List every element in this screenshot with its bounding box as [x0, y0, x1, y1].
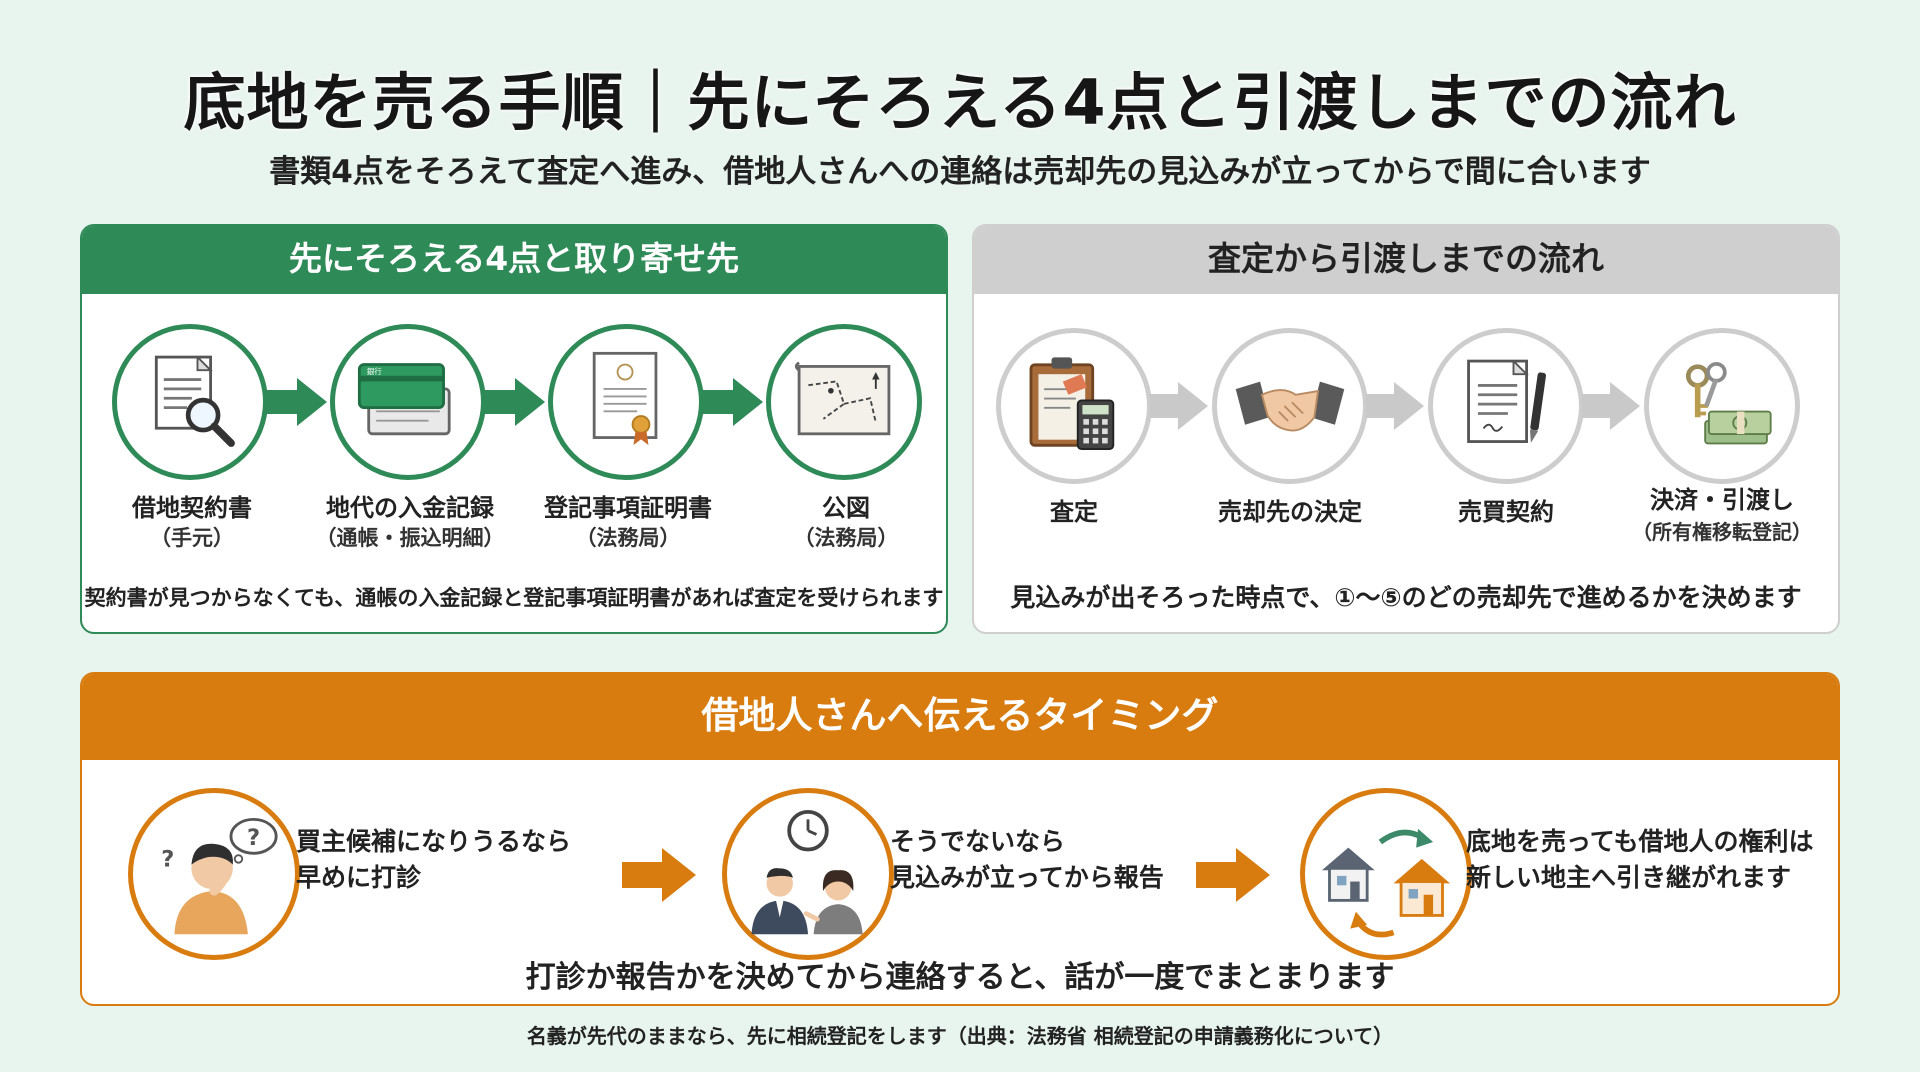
- document-label-contract: 借地契約書: [132, 494, 252, 522]
- timing-line: そうでないなら: [890, 827, 1066, 856]
- thinking-person-icon: ? ?: [128, 788, 300, 960]
- houses-transfer-icon: [1300, 788, 1472, 960]
- flow-label-settlement: 決済・引渡し: [1650, 486, 1794, 514]
- documents-heading: 先にそろえる4点と取り寄せ先: [82, 226, 946, 294]
- timing-note: 打診か報告かを決めてから連絡すると、話が一度でまとまります: [525, 960, 1395, 995]
- document-label-rent-record: 地代の入金記録: [326, 494, 494, 522]
- map-icon: [766, 324, 922, 480]
- contract-pen-icon: [1428, 328, 1584, 484]
- flow-note: 見込みが出そろった時点で、①〜⑤のどの売却先で進めるかを決めます: [1010, 583, 1802, 612]
- svg-text:?: ?: [161, 846, 174, 872]
- arrow-right-icon: [622, 848, 696, 902]
- flow-sub-settlement: （所有権移転登記）: [1632, 520, 1812, 544]
- document-source-map: （法務局）: [793, 526, 899, 550]
- bankbook-card-text: 銀行: [367, 366, 382, 376]
- documents-note: 契約書が見つからなくても、通帳の入金記録と登記事項証明書があれば査定を受けられま…: [84, 586, 944, 610]
- flow-label-buyer-decision: 売却先の決定: [1218, 498, 1362, 526]
- flow-panel: 査定から引渡しまでの流れ 査定 売却先の決定: [972, 224, 1840, 634]
- documents-panel: 先にそろえる4点と取り寄せ先 借地契約書 （手元） 銀行 地代の入金記録: [80, 224, 948, 634]
- arrow-right-icon: [485, 378, 545, 426]
- svg-text:?: ?: [247, 825, 260, 851]
- flow-label-appraisal: 査定: [1050, 498, 1098, 526]
- timing-line: 見込みが立ってから報告: [890, 863, 1164, 892]
- document-label-registry: 登記事項証明書: [544, 494, 712, 522]
- timing-text-rights-transfer: 底地を売っても借地人の権利は 新しい地主へ引き継がれます: [1466, 824, 1814, 896]
- timing-heading: 借地人さんへ伝えるタイミング: [82, 674, 1838, 760]
- arrow-right-icon: [1150, 382, 1208, 430]
- document-source-contract: （手元）: [150, 526, 234, 550]
- timing-line: 底地を売っても借地人の権利は: [1466, 827, 1814, 856]
- timing-line: 買主候補になりうるなら: [296, 827, 572, 856]
- arrow-right-icon: [703, 378, 763, 426]
- certificate-icon: [548, 324, 704, 480]
- flow-label-sales-contract: 売買契約: [1458, 498, 1554, 526]
- timing-text-report-later: そうでないなら 見込みが立ってから報告: [890, 824, 1164, 896]
- timing-panel: 借地人さんへ伝えるタイミング ? ? 買主候補になりうるなら 早めに打診: [80, 672, 1840, 1006]
- page-subtitle: 書類4点をそろえて査定へ進み、借地人さんへの連絡は売却先の見込みが立ってからで間…: [269, 154, 1651, 190]
- footnote: 名義が先代のままなら、先に相続登記をします（出典：法務省 相続登記の申請義務化に…: [526, 1024, 1394, 1048]
- arrow-right-icon: [1582, 382, 1640, 430]
- arrow-right-icon: [1366, 382, 1424, 430]
- document-source-registry: （法務局）: [575, 526, 681, 550]
- document-label-map: 公図: [822, 494, 870, 522]
- handshake-icon: [1212, 328, 1368, 484]
- bankbook-icon: 銀行: [330, 324, 486, 480]
- timing-text-early-inquiry: 買主候補になりうるなら 早めに打診: [296, 824, 571, 896]
- arrow-right-icon: [1196, 848, 1270, 902]
- document-source-rent-record: （通帳・振込明細）: [315, 526, 505, 550]
- keys-money-icon: [1644, 328, 1800, 484]
- page-title: 底地を売る手順｜先にそろえる4点と引渡しまでの流れ: [183, 66, 1737, 139]
- contract-magnifier-icon: [112, 324, 268, 480]
- timing-line: 新しい地主へ引き継がれます: [1466, 863, 1792, 892]
- meeting-clock-icon: [722, 788, 894, 960]
- flow-heading: 査定から引渡しまでの流れ: [974, 226, 1838, 294]
- arrow-right-icon: [267, 378, 327, 426]
- clipboard-calculator-icon: [996, 328, 1152, 484]
- timing-line: 早めに打診: [296, 863, 422, 892]
